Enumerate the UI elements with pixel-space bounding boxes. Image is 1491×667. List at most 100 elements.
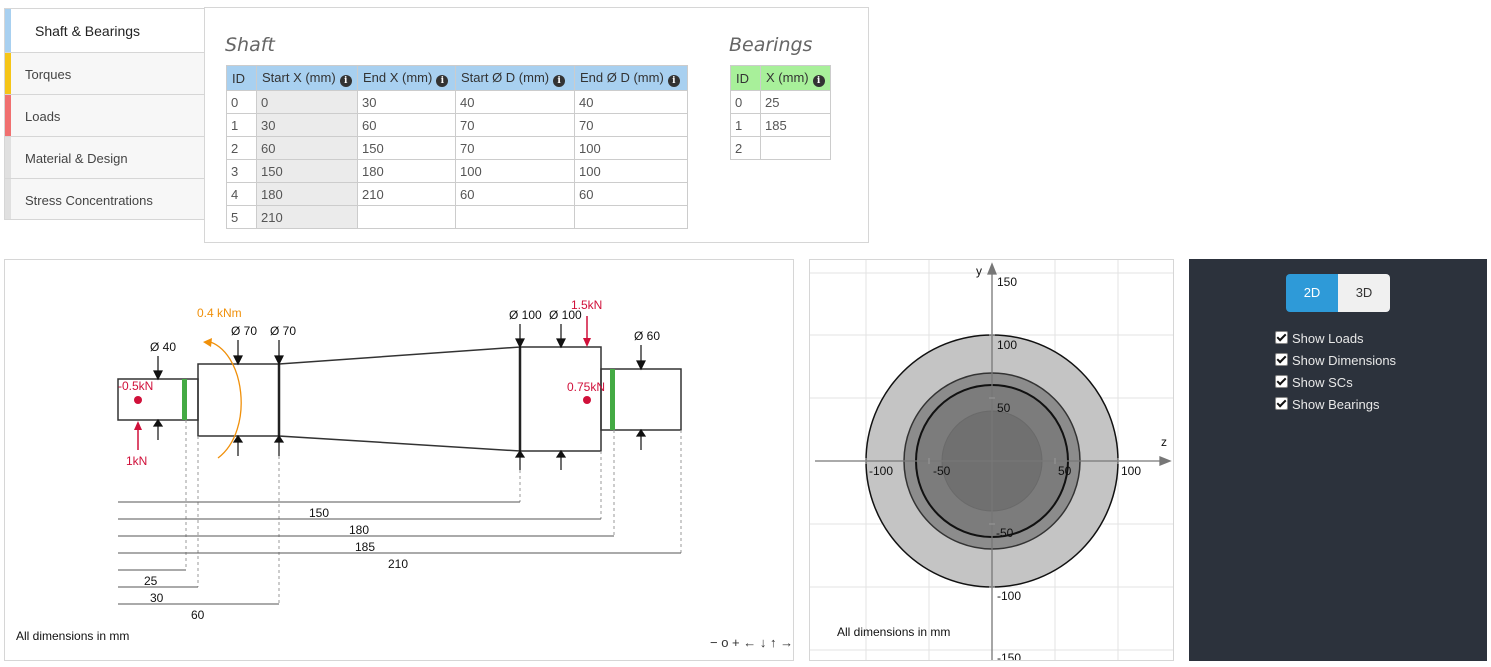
info-icon[interactable]: i bbox=[812, 74, 825, 87]
cell-end-x[interactable] bbox=[357, 205, 456, 229]
cell-end-x[interactable]: 210 bbox=[357, 182, 456, 206]
info-icon[interactable]: i bbox=[667, 74, 680, 87]
col-x: X (mm)i bbox=[760, 65, 831, 91]
load-label: -0.5kN bbox=[118, 379, 153, 393]
checkbox-icon[interactable] bbox=[1275, 353, 1288, 366]
cell-id: 1 bbox=[226, 113, 257, 137]
mode-2d-button[interactable]: 2D bbox=[1286, 274, 1338, 312]
table-row: 1 30 60 70 70 bbox=[226, 113, 688, 137]
tab-material-design[interactable]: Material & Design bbox=[4, 136, 205, 178]
tab-list: Shaft & Bearings Torques Loads Material … bbox=[4, 8, 205, 220]
torque-label: 0.4 kNm bbox=[197, 306, 242, 320]
cell-end-d[interactable]: 40 bbox=[574, 90, 688, 114]
cell-start-x: 180 bbox=[256, 182, 358, 206]
info-icon[interactable]: i bbox=[339, 74, 352, 87]
show-bearings-option[interactable]: Show Bearings bbox=[1275, 397, 1379, 412]
checkbox-icon[interactable] bbox=[1275, 331, 1288, 344]
cell-id: 1 bbox=[730, 113, 761, 137]
col-end-x: End X (mm)i bbox=[357, 65, 456, 91]
tab-label: Shaft & Bearings bbox=[35, 23, 141, 39]
checkbox-icon[interactable] bbox=[1275, 397, 1288, 410]
cell-start-d[interactable]: 70 bbox=[455, 136, 575, 160]
units-note: All dimensions in mm bbox=[16, 629, 129, 643]
info-icon[interactable]: i bbox=[553, 74, 566, 87]
y-tick-label: 100 bbox=[997, 338, 1017, 352]
view-controls[interactable]: − o + ← ↓ ↑ → bbox=[710, 635, 793, 650]
load-label: 0.75kN bbox=[567, 380, 605, 394]
y-tick-label: -50 bbox=[996, 526, 1014, 540]
dimension-label: 60 bbox=[191, 608, 205, 622]
cell-start-d[interactable]: 100 bbox=[455, 159, 575, 183]
tab-torques[interactable]: Torques bbox=[4, 52, 205, 94]
cell-id: 0 bbox=[730, 90, 761, 114]
cell-end-x[interactable]: 60 bbox=[357, 113, 456, 137]
tab-label: Torques bbox=[25, 67, 72, 82]
table-row: 4 180 210 60 60 bbox=[226, 182, 688, 206]
show-dimensions-option[interactable]: Show Dimensions bbox=[1275, 353, 1396, 368]
cell-end-d[interactable]: 60 bbox=[574, 182, 688, 206]
load-label: 1kN bbox=[126, 454, 147, 468]
y-tick-label: -100 bbox=[997, 589, 1021, 603]
dimension-label: 180 bbox=[349, 523, 369, 537]
z-tick-label: -100 bbox=[869, 464, 893, 478]
cell-end-x[interactable]: 180 bbox=[357, 159, 456, 183]
cell-start-d[interactable]: 70 bbox=[455, 113, 575, 137]
cell-end-x[interactable]: 30 bbox=[357, 90, 456, 114]
cell-start-d[interactable]: 40 bbox=[455, 90, 575, 114]
table-header-row: ID X (mm)i bbox=[730, 65, 831, 91]
option-label: Show Dimensions bbox=[1292, 353, 1397, 368]
table-row: 1 185 bbox=[730, 113, 831, 137]
table-row: 0 0 30 40 40 bbox=[226, 90, 688, 114]
tab-color-bar bbox=[5, 95, 11, 136]
cell-end-d[interactable] bbox=[574, 205, 688, 229]
dimension-label: 210 bbox=[388, 557, 408, 571]
diameter-label: Ø 40 bbox=[150, 340, 176, 354]
info-icon[interactable]: i bbox=[436, 74, 449, 87]
cell-start-d[interactable] bbox=[455, 205, 575, 229]
tab-stress-concentrations[interactable]: Stress Concentrations bbox=[4, 178, 205, 220]
checkbox-icon[interactable] bbox=[1275, 375, 1288, 388]
tab-label: Stress Concentrations bbox=[25, 193, 153, 208]
view-options-panel: 2D 3D Show Loads Show Dimensions Show SC… bbox=[1189, 259, 1487, 661]
load-point bbox=[583, 396, 591, 404]
shaft-title: Shaft bbox=[225, 34, 275, 56]
cell-x[interactable] bbox=[760, 136, 831, 160]
col-id: ID bbox=[730, 65, 761, 91]
shaft-drawing-panel: Ø 40 Ø 70 Ø 70 Ø 100 Ø 100 Ø 60 0.4 kNm bbox=[4, 259, 794, 661]
cell-start-x: 0 bbox=[256, 90, 358, 114]
cross-section-panel: y z 150 100 50 -50 -100 -150 -100 -50 50… bbox=[809, 259, 1174, 665]
dimension-label: 185 bbox=[355, 540, 375, 554]
table-header-row: ID Start X (mm)i End X (mm)i Start Ø D (… bbox=[226, 65, 688, 91]
show-scs-option[interactable]: Show SCs bbox=[1275, 375, 1353, 390]
option-label: Show Bearings bbox=[1292, 397, 1380, 412]
cell-end-d[interactable]: 100 bbox=[574, 159, 688, 183]
table-row: 5 210 bbox=[226, 205, 688, 229]
cell-x[interactable]: 185 bbox=[760, 113, 831, 137]
y-tick-label: 150 bbox=[997, 275, 1017, 289]
cell-id: 5 bbox=[226, 205, 257, 229]
cross-section-plot[interactable]: y z 150 100 50 -50 -100 -150 -100 -50 50… bbox=[810, 260, 1173, 665]
cell-end-d[interactable]: 100 bbox=[574, 136, 688, 160]
tab-shaft-bearings[interactable]: Shaft & Bearings bbox=[4, 8, 205, 52]
table-row: 2 60 150 70 100 bbox=[226, 136, 688, 160]
tab-loads[interactable]: Loads bbox=[4, 94, 205, 136]
tab-color-bar bbox=[5, 9, 11, 52]
cell-id: 3 bbox=[226, 159, 257, 183]
cell-id: 2 bbox=[226, 136, 257, 160]
shaft-drawing[interactable]: Ø 40 Ø 70 Ø 70 Ø 100 Ø 100 Ø 60 0.4 kNm bbox=[5, 260, 793, 660]
cell-start-d[interactable]: 60 bbox=[455, 182, 575, 206]
cell-x[interactable]: 25 bbox=[760, 90, 831, 114]
show-loads-option[interactable]: Show Loads bbox=[1275, 331, 1364, 346]
y-tick-label: -150 bbox=[997, 651, 1021, 660]
axis-label-z: z bbox=[1161, 435, 1167, 449]
table-row: 2 bbox=[730, 136, 831, 160]
cell-id: 4 bbox=[226, 182, 257, 206]
z-tick-label: 100 bbox=[1121, 464, 1141, 478]
col-id: ID bbox=[226, 65, 257, 91]
bearing-1 bbox=[610, 369, 615, 430]
shaft-table: ID Start X (mm)i End X (mm)i Start Ø D (… bbox=[226, 65, 688, 229]
dimension-lines bbox=[118, 501, 681, 605]
mode-3d-button[interactable]: 3D bbox=[1338, 274, 1390, 312]
cell-end-d[interactable]: 70 bbox=[574, 113, 688, 137]
cell-end-x[interactable]: 150 bbox=[357, 136, 456, 160]
